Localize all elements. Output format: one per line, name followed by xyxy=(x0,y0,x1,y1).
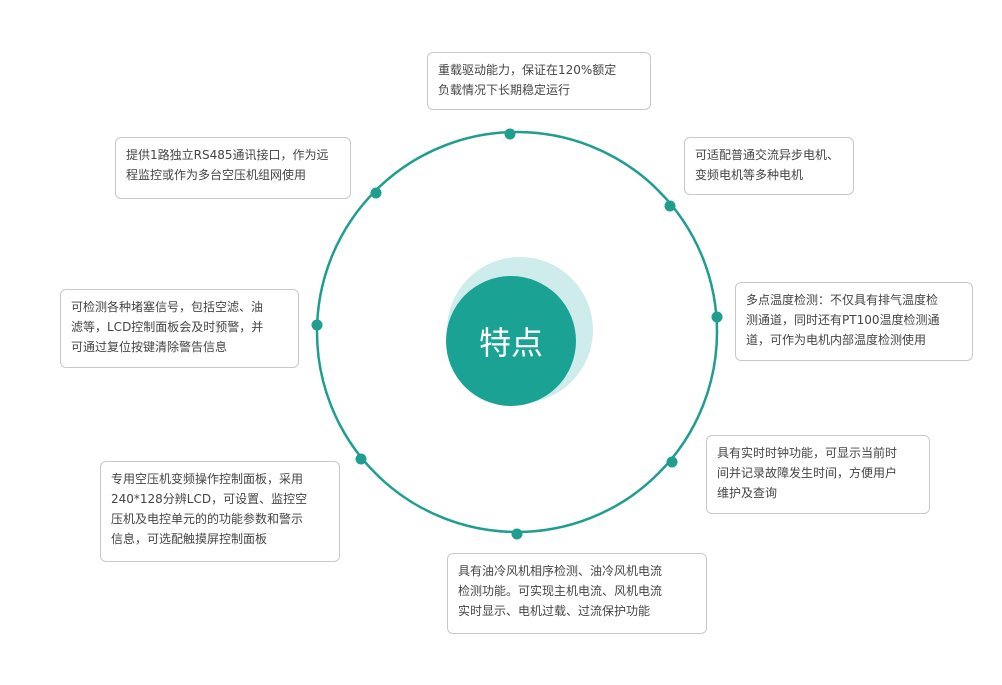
feature-box-upper-right: 可适配普通交流异步电机、 变频电机等多种电机 xyxy=(684,137,854,195)
center-disc xyxy=(446,276,576,406)
feature-box-bottom: 具有油冷风机相序检测、油冷风机电流 检测功能。可实现主机电流、风机电流 实时显示… xyxy=(447,553,707,634)
ring-dot-bottom xyxy=(511,528,523,540)
feature-box-left: 可检测各种堵塞信号，包括空滤、油 滤等，LCD控制面板会及时预警，并 可通过复位… xyxy=(60,289,299,368)
ring-dot-right xyxy=(711,311,723,323)
feature-box-right: 多点温度检测：不仅具有排气温度检 测通道，同时还有PT100温度检测通 道，可作… xyxy=(735,282,973,361)
ring-dot-lower-left xyxy=(355,453,367,465)
feature-box-upper-left: 提供1路独立RS485通讯接口，作为远 程监控或作为多台空压机组网使用 xyxy=(115,137,351,199)
ring-dot-upper-left xyxy=(370,187,382,199)
feature-box-top: 重载驱动能力，保证在120%额定 负载情况下长期稳定运行 xyxy=(427,52,651,110)
ring-dot-top xyxy=(504,128,516,140)
feature-box-lower-left: 专用空压机变频操作控制面板，采用 240*128分辨LCD，可设置、监控空 压机… xyxy=(100,461,340,562)
ring-dot-left xyxy=(311,319,323,331)
center-title: 特点 xyxy=(478,324,543,362)
ring-dot-upper-right xyxy=(664,200,676,212)
ring-dot-lower-right xyxy=(666,456,678,468)
feature-box-lower-right: 具有实时时钟功能，可显示当前时 间并记录故障发生时间，方便用户 维护及查询 xyxy=(706,435,930,514)
